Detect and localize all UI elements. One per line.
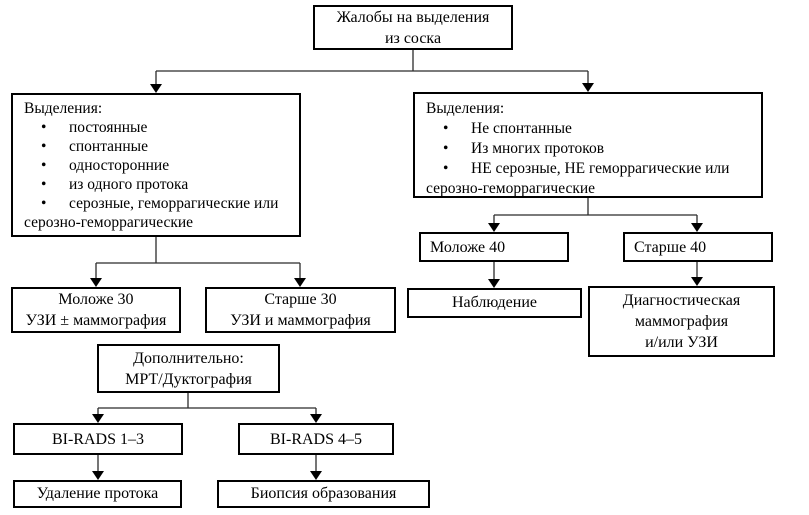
node-label: Моложе 30 УЗИ ± маммография: [25, 291, 167, 329]
bullet-icon: •: [41, 195, 47, 212]
node-younger-30-ultrasound: Моложе 30 УЗИ ± маммография: [11, 287, 181, 333]
arrow-down-icon: [294, 278, 306, 287]
node-label: Диагностическая маммография и/или УЗИ: [622, 292, 741, 351]
node-label: BI-RADS 1–3: [51, 430, 144, 448]
node-benign-discharge-criteria: Выделения: • Не спонтанные • Из многих п…: [413, 92, 763, 198]
node-duct-removal: Удаление протока: [13, 480, 182, 508]
criteria-bullet-row: • серозные, геморрагические или: [24, 194, 293, 213]
node-label: Старше 30 УЗИ и маммография: [230, 291, 371, 329]
criteria-continuation: серозно-геморрагические: [24, 214, 194, 231]
bullet-icon: •: [41, 119, 47, 136]
node-additional-mri-ductography: Дополнительно: МРТ/Дуктография: [97, 344, 280, 393]
connector-right-split: [493, 198, 698, 224]
arrow-down-icon: [92, 414, 104, 423]
criteria-title: Выделения:: [426, 100, 505, 117]
bullet-icon: •: [443, 160, 449, 177]
arrow-down-icon: [488, 223, 500, 232]
node-older-30-ultrasound-mammography: Старше 30 УЗИ и маммография: [205, 287, 396, 333]
node-nipple-discharge-complaint: Жалобы на выделения из соска: [313, 5, 513, 50]
bullet-icon: •: [41, 176, 47, 193]
node-lesion-biopsy: Биопсия образования: [217, 480, 430, 508]
criteria-bullet-row: • Не спонтанные: [426, 119, 755, 139]
node-label: Моложе 40: [430, 238, 506, 256]
node-label: Биопсия образования: [250, 485, 397, 502]
node-younger-40: Моложе 40: [419, 232, 569, 262]
criteria-bullet-row: • односторонние: [24, 156, 293, 175]
arrow-down-icon: [582, 83, 594, 92]
connector-root-split: [155, 50, 589, 85]
arrowheads: [90, 83, 703, 480]
node-label: Дополнительно: МРТ/Дуктография: [125, 349, 252, 388]
arrow-down-icon: [691, 277, 703, 286]
bullet-icon: •: [443, 140, 449, 157]
node-label: Удаление протока: [36, 485, 159, 502]
criteria-bullet-row: • постоянные: [24, 118, 293, 137]
connector-left-split: [95, 237, 301, 279]
node-birads-4-5: BI-RADS 4–5: [238, 423, 394, 455]
criteria-bullet-text: Из многих протоков: [471, 140, 605, 157]
node-label: BI-RADS 4–5: [269, 430, 362, 448]
arrow-down-icon: [488, 279, 500, 288]
bullet-icon: •: [41, 138, 47, 155]
criteria-bullet-text: из одного протока: [69, 176, 189, 193]
criteria-bullet-text: спонтанные: [69, 138, 148, 155]
criteria-bullet-text: НЕ серозные, НЕ геморрагические или: [471, 160, 730, 177]
criteria-bullet-row: • спонтанные: [24, 137, 293, 156]
arrow-down-icon: [691, 223, 703, 232]
criteria-bullet-row: • НЕ серозные, НЕ геморрагические или: [426, 159, 755, 179]
arrow-down-icon: [90, 278, 102, 287]
node-birads-1-3: BI-RADS 1–3: [13, 423, 183, 455]
criteria-title: Выделения:: [24, 100, 103, 117]
connector-birads-split: [97, 393, 317, 415]
arrow-down-icon: [150, 84, 162, 93]
node-label: Жалобы на выделения из соска: [336, 8, 490, 47]
arrow-down-icon: [310, 471, 322, 480]
node-observation: Наблюдение: [407, 288, 582, 318]
bullet-icon: •: [41, 157, 47, 174]
node-label: Старше 40: [634, 238, 707, 256]
arrow-down-icon: [310, 414, 322, 423]
node-label: Наблюдение: [452, 294, 537, 311]
node-diagnostic-mammography-ultrasound: Диагностическая маммография и/или УЗИ: [588, 286, 775, 357]
arrow-down-icon: [92, 471, 104, 480]
criteria-bullet-text: односторонние: [69, 157, 170, 174]
criteria-bullet-row: • Из многих протоков: [426, 139, 755, 159]
criteria-bullet-row: • из одного протока: [24, 175, 293, 194]
node-suspicious-discharge-criteria: Выделения: • постоянные • спонтанные • о…: [11, 93, 301, 237]
bullet-icon: •: [443, 120, 449, 137]
criteria-continuation: серозно-геморрагические: [426, 180, 596, 197]
criteria-bullet-text: постоянные: [69, 119, 148, 136]
criteria-bullet-text: серозные, геморрагические или: [69, 195, 279, 212]
node-older-40: Старше 40: [623, 232, 773, 262]
criteria-bullet-text: Не спонтанные: [471, 120, 572, 137]
